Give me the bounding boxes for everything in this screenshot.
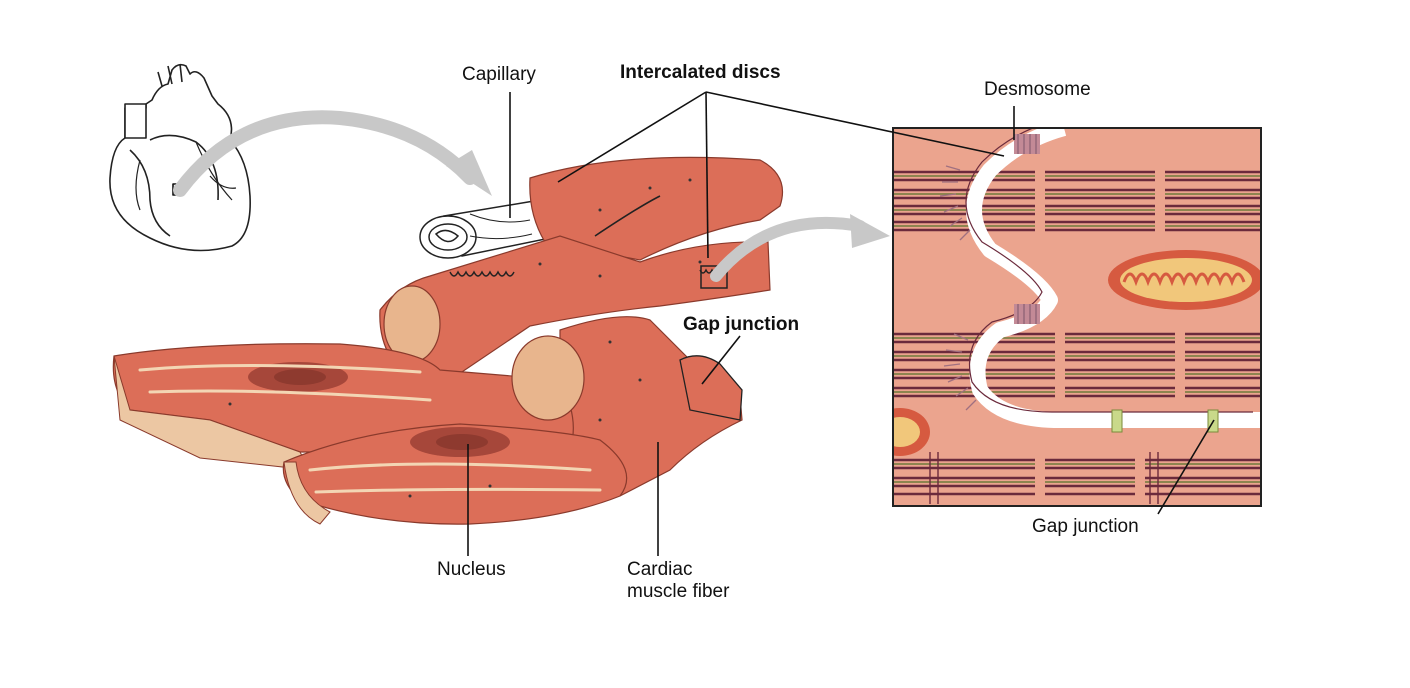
nucleus-label: Nucleus — [437, 559, 506, 580]
capillary-label: Capillary — [462, 64, 536, 85]
intercalated-discs-label: Intercalated discs — [620, 62, 781, 83]
desmosome-label: Desmosome — [984, 79, 1091, 100]
zoom-arrow-inset — [710, 214, 890, 282]
desmosome-structure — [1014, 134, 1040, 324]
cardiac-muscle-fiber-label-line2: muscle fiber — [627, 581, 730, 602]
capillary-vessel — [419, 199, 562, 259]
gap-junction-label: Gap junction — [683, 314, 800, 335]
muscle-fibers — [112, 156, 784, 525]
inset-gap-junction-label: Gap junction — [1032, 516, 1139, 537]
mitochondrion-small — [893, 408, 930, 456]
magnified-inset — [892, 127, 1262, 507]
heart-illustration — [109, 63, 251, 252]
label-leader-lines — [467, 91, 1215, 556]
cardiac-muscle-fiber-label: Cardiac muscle fiber — [627, 559, 729, 603]
cardiac-muscle-fiber-label-line1: Cardiac — [627, 559, 693, 580]
fiber-sample-box — [700, 265, 728, 289]
mitochondrion-large — [1108, 250, 1261, 310]
zoom-arrow-heart — [173, 110, 492, 197]
